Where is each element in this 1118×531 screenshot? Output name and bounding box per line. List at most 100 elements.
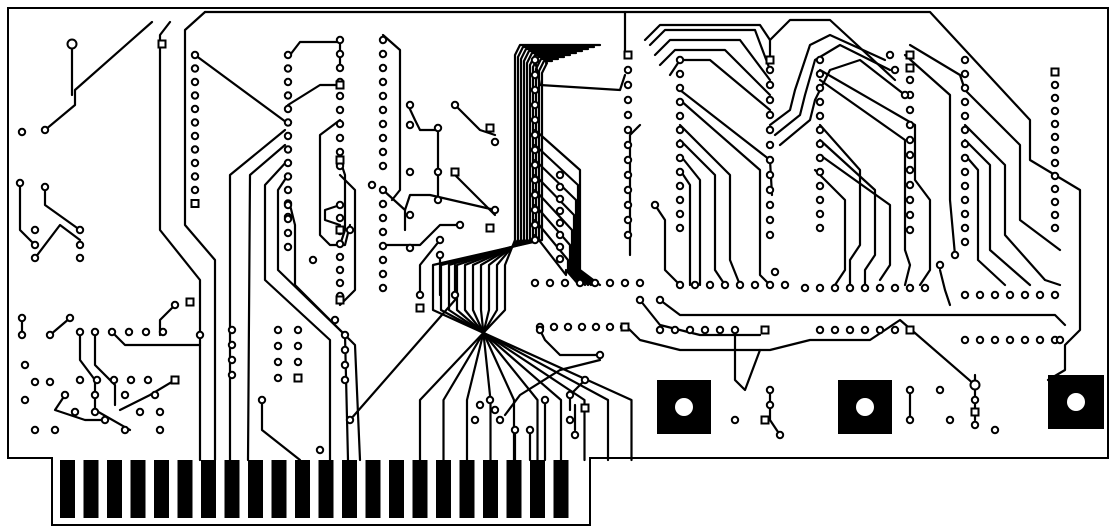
- connector-finger: [412, 460, 428, 518]
- pad: [905, 283, 915, 293]
- pad: [283, 200, 293, 210]
- pad-pin1: [905, 63, 915, 73]
- pad: [905, 105, 915, 115]
- pad: [530, 115, 540, 125]
- left-components: [20, 303, 202, 432]
- pad-pin1: [170, 375, 180, 385]
- pad: [675, 83, 685, 93]
- edge-connector: [60, 460, 569, 518]
- pad: [378, 199, 388, 209]
- pad: [435, 235, 445, 245]
- pad: [190, 158, 200, 168]
- upper-left-traces: [18, 20, 202, 462]
- pad: [273, 373, 283, 383]
- connector-finger: [271, 460, 287, 518]
- connector-finger: [506, 460, 522, 518]
- pad: [283, 104, 293, 114]
- pad: [730, 325, 740, 335]
- pad: [335, 35, 345, 45]
- pad: [345, 415, 355, 425]
- connector-finger: [154, 460, 169, 518]
- pad-pin1: [157, 39, 167, 49]
- pad: [765, 215, 775, 225]
- pad: [120, 390, 130, 400]
- pad: [378, 63, 388, 73]
- pad: [335, 105, 345, 115]
- pad: [124, 327, 134, 337]
- bus-trace: [533, 218, 584, 287]
- pad: [815, 195, 825, 205]
- pad: [635, 295, 645, 305]
- pad: [335, 265, 345, 275]
- pad: [30, 425, 40, 435]
- pad: [890, 65, 900, 75]
- pad: [490, 405, 500, 415]
- pad-pin1: [485, 223, 495, 233]
- pad: [563, 322, 573, 332]
- pad-pin1: [623, 50, 633, 60]
- pad-pin1: [335, 295, 345, 305]
- pad: [960, 55, 970, 65]
- pad: [655, 295, 665, 305]
- pad: [960, 69, 970, 79]
- pad: [378, 185, 388, 195]
- pad: [960, 290, 970, 300]
- pad-pin1: [450, 167, 460, 177]
- pad: [935, 385, 945, 395]
- pad: [875, 283, 885, 293]
- pad: [700, 325, 710, 335]
- pad: [109, 375, 119, 385]
- bus-trace: [465, 47, 590, 462]
- pad: [335, 147, 345, 157]
- pad: [433, 167, 443, 177]
- pad-pin1: [185, 297, 195, 307]
- pad: [335, 63, 345, 73]
- pad: [485, 395, 495, 405]
- pad: [283, 64, 293, 73]
- pad: [378, 241, 388, 251]
- pad: [1050, 290, 1060, 300]
- pad: [126, 375, 136, 385]
- pad: [170, 300, 180, 310]
- pad: [490, 205, 500, 215]
- pad: [293, 357, 303, 367]
- pad: [530, 175, 540, 185]
- pad: [283, 145, 293, 154]
- pad: [190, 77, 200, 87]
- connector-finger: [459, 460, 475, 518]
- bus-trace: [533, 158, 596, 287]
- pad: [765, 400, 775, 410]
- pad: [40, 125, 50, 135]
- connector-finger: [130, 460, 146, 518]
- pad: [591, 322, 601, 332]
- pad: [905, 180, 915, 190]
- pad: [335, 91, 345, 101]
- pad: [405, 167, 415, 177]
- pad: [555, 182, 565, 192]
- pad: [1050, 158, 1060, 168]
- pad: [335, 200, 345, 210]
- pad: [765, 170, 775, 180]
- pad: [605, 322, 615, 332]
- pad: [605, 278, 615, 288]
- pad: [20, 395, 30, 405]
- pad: [90, 407, 100, 417]
- pad: [765, 95, 775, 105]
- pad: [190, 104, 200, 114]
- pad: [378, 133, 388, 143]
- pad: [675, 69, 685, 79]
- pad: [765, 80, 775, 90]
- pad: [450, 100, 460, 110]
- pad: [975, 290, 985, 300]
- pad: [780, 280, 790, 290]
- pad: [970, 395, 980, 405]
- pad: [335, 133, 345, 143]
- pad: [60, 390, 70, 400]
- pad: [815, 325, 825, 335]
- pad: [765, 200, 775, 210]
- bus-trace: [533, 143, 599, 287]
- connector-finger: [483, 460, 498, 518]
- pad: [1050, 106, 1060, 116]
- pad: [530, 190, 540, 200]
